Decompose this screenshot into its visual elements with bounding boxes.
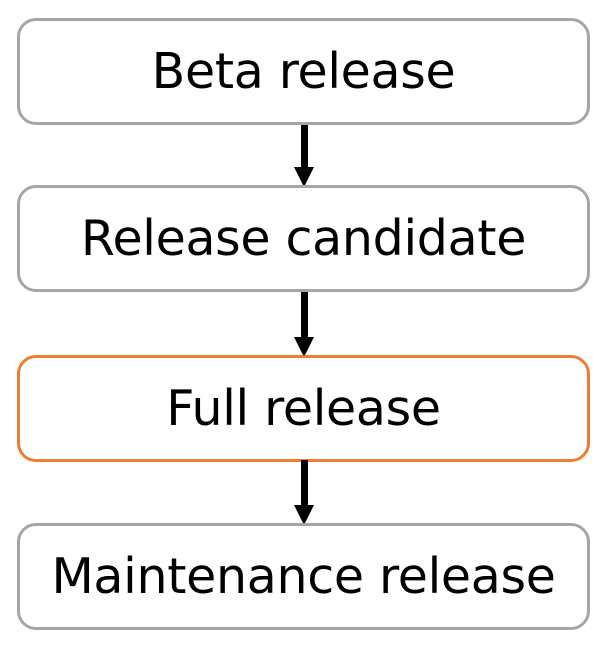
connector-full-release-to-maintenance-release (294, 460, 315, 525)
flow-node-label: Maintenance release (51, 548, 556, 605)
down-arrow-icon (294, 167, 314, 187)
arrow-shaft (301, 460, 308, 508)
arrow-shaft (301, 292, 308, 340)
flow-node-full-release[interactable]: Full release (17, 355, 590, 462)
connector-beta-to-release-candidate (294, 125, 315, 187)
flow-node-release-candidate[interactable]: Release candidate (17, 185, 590, 292)
flow-node-label: Beta release (151, 43, 456, 100)
flow-node-label: Release candidate (80, 210, 527, 267)
down-arrow-icon (294, 337, 314, 357)
flow-node-beta-release[interactable]: Beta release (17, 18, 590, 125)
connector-release-candidate-to-full-release (294, 292, 315, 357)
down-arrow-icon (294, 505, 314, 525)
flow-node-label: Full release (166, 380, 441, 437)
arrow-shaft (301, 125, 308, 170)
flow-node-maintenance-release[interactable]: Maintenance release (17, 523, 590, 630)
